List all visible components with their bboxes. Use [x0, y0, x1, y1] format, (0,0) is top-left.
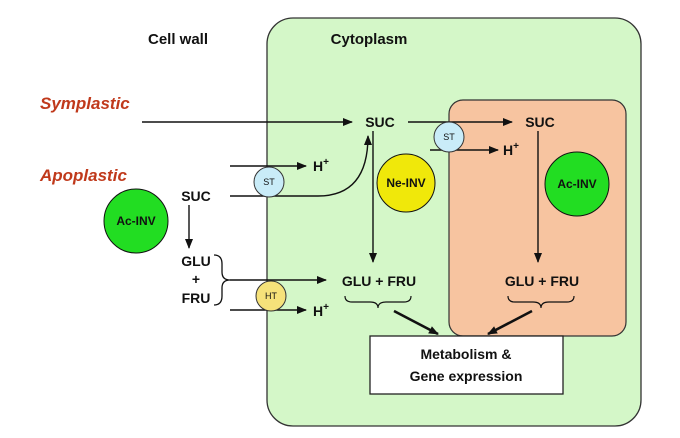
suc-vacuole: SUC — [525, 114, 555, 130]
vacuole-to-metabolism-arrow — [487, 309, 533, 336]
st-wall-circle — [253, 166, 285, 198]
st-vacuole-label: ST — [443, 132, 455, 142]
ne-inv-label: Ne-INV — [386, 176, 425, 190]
st-wall-label: ST — [263, 177, 275, 187]
apoplastic-suc-arrow — [230, 135, 372, 197]
ac-inv-vacuole-label: Ac-INV — [557, 177, 596, 191]
cell-wall-header: Cell wall — [148, 31, 208, 48]
cytoplasm-hexose-brace — [344, 295, 412, 309]
vacuole-hexose-brace — [507, 295, 575, 309]
proton-vacuole: H+ — [503, 141, 519, 158]
fru-cell-wall: FRU — [182, 290, 211, 306]
plus-cell-wall: + — [192, 271, 200, 287]
suc-cytoplasm: SUC — [365, 114, 395, 130]
apoplastic-label: Apoplastic — [39, 166, 127, 185]
metabolism-box — [369, 335, 564, 395]
ac-inv-vacuole-circle — [544, 151, 610, 217]
metabolism-line2: Gene expression — [410, 368, 523, 384]
cytoplasm-to-metabolism-arrow — [393, 309, 439, 336]
glu-fru-cytoplasm: GLU + FRU — [342, 273, 416, 289]
st-vacuole-circle — [433, 121, 465, 153]
symplastic-label: Symplastic — [40, 94, 130, 113]
glu-cell-wall: GLU — [181, 253, 211, 269]
hexose-bracket — [213, 254, 231, 306]
cytoplasm-header: Cytoplasm — [331, 31, 408, 48]
ht-circle — [255, 280, 287, 312]
proton-bottom: H+ — [313, 302, 329, 319]
metabolism-line1: Metabolism & — [420, 346, 511, 362]
suc-cell-wall: SUC — [181, 188, 211, 204]
ht-label: HT — [265, 291, 277, 301]
proton-top: H+ — [313, 157, 329, 174]
ne-inv-circle — [376, 153, 436, 213]
ac-inv-wall-circle — [103, 188, 169, 254]
glu-fru-vacuole: GLU + FRU — [505, 273, 579, 289]
ac-inv-wall-label: Ac-INV — [116, 214, 155, 228]
